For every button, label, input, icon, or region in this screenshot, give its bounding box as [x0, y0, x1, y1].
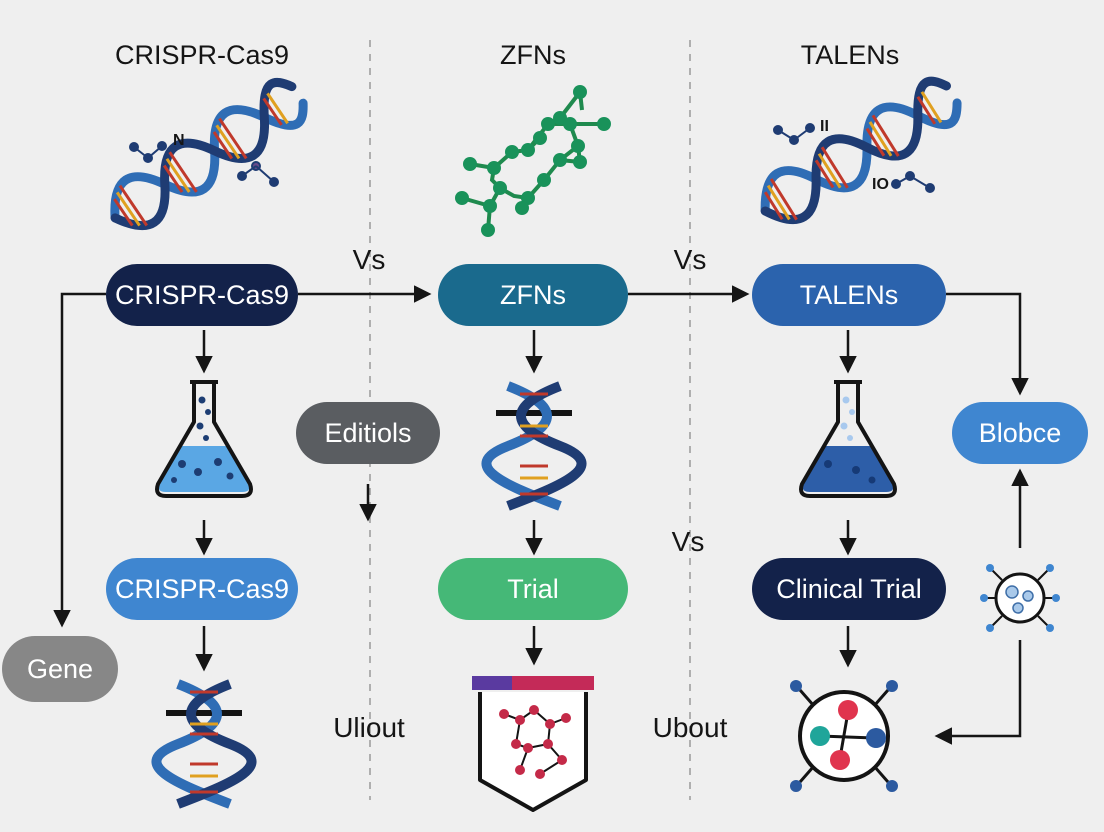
arrow-talens-to-blobce	[946, 292, 1029, 396]
pill-gene[interactable]: Gene	[2, 636, 118, 702]
pill-blobce[interactable]: Blobce	[952, 402, 1088, 464]
pill-zfns[interactable]: ZFNs	[438, 264, 628, 326]
helix-label-io: IO	[872, 176, 889, 193]
label-ubout: Ubout	[652, 712, 728, 743]
label-uliout: Uliout	[333, 712, 405, 743]
vs-label-1: Vs	[352, 244, 386, 275]
pill-crispr-cas9-secondary[interactable]: CRISPR-Cas9	[106, 558, 298, 620]
arrow-crispr-to-gene	[53, 292, 106, 628]
dna-helix-icon	[481, 381, 587, 511]
dna-helix-icon	[760, 76, 962, 225]
column-title-crispr: CRISPR-Cas9	[114, 40, 290, 70]
vs-label-3: Vs	[671, 526, 705, 557]
pill-clinical-trial[interactable]: Clinical Trial	[752, 558, 946, 620]
column-title-zfns: ZFNs	[500, 40, 566, 70]
pill-trial[interactable]: Trial	[438, 558, 628, 620]
molecule-network-icon	[455, 85, 611, 237]
shield-network-icon	[472, 676, 594, 812]
molecule-icon	[129, 141, 279, 187]
column-title-talens: TALENs	[800, 40, 900, 70]
arrow-to-molecule	[934, 640, 1022, 745]
dna-helix-icon	[151, 679, 257, 809]
helix-label-ii: II	[820, 118, 829, 135]
vs-label-2: Vs	[673, 244, 707, 275]
helix-label-n: N	[173, 132, 185, 149]
molecule-circle-icon	[790, 680, 898, 792]
pill-editiols[interactable]: Editiols	[296, 402, 440, 464]
flask-icon	[155, 380, 253, 498]
dna-helix-icon	[110, 77, 308, 231]
pill-crispr-cas9[interactable]: CRISPR-Cas9	[106, 264, 298, 326]
molecule-icon	[773, 123, 935, 193]
cell-icon	[980, 564, 1060, 632]
pill-talens[interactable]: TALENs	[752, 264, 946, 326]
flask-icon	[799, 380, 897, 498]
